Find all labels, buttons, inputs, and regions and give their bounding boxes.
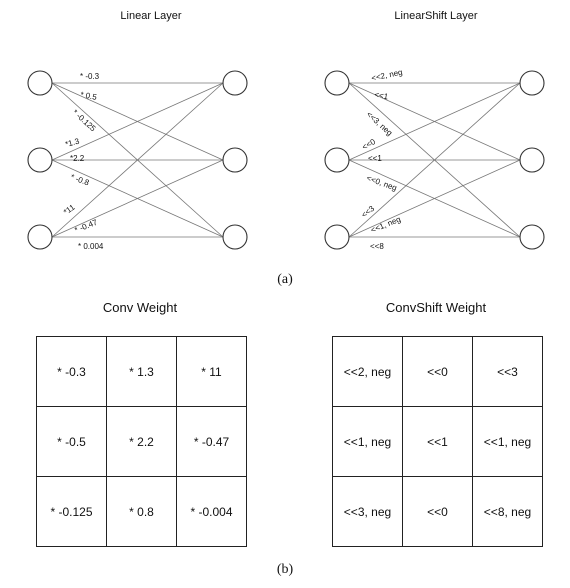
weight-label: *1.3 (64, 136, 81, 149)
convshift-cell: <<3 (472, 336, 543, 407)
conv-cell: * -0.5 (36, 406, 107, 477)
conv-cell: * -0.004 (176, 476, 247, 547)
convshift-cell: <<3, neg (332, 476, 403, 547)
input-neuron (324, 147, 350, 173)
weight-label: <<3, neg (365, 110, 395, 138)
convshift-cell: <<0 (402, 336, 473, 407)
weight-label: * -0.3 (80, 72, 100, 81)
input-neuron (27, 147, 53, 173)
convshift-cell: <<1, neg (472, 406, 543, 477)
convshift-weight-title: ConvShift Weight (385, 300, 487, 315)
convshift-row: <<1, neg <<1 <<1, neg (332, 406, 543, 477)
weight-label: <<8 (370, 242, 384, 251)
weight-label: <<1 (374, 90, 390, 101)
connection-line (348, 159, 521, 238)
output-neuron (519, 70, 545, 96)
linearshift-layer-title: LinearShift Layer (394, 10, 478, 22)
caption-a: (a) (277, 272, 293, 287)
linearshift-layer-network: <<2, neg <<1 <<3, neg<<0 <<1 <<0, neg <<3<<1,… (324, 68, 545, 251)
weight-label: *11 (62, 202, 77, 216)
conv-weight-grid: * -0.3 * 1.3 * 11 * -0.5 * 2.2 * -0.47 *… (36, 336, 247, 547)
weight-label: * -0.47 (73, 217, 99, 234)
conv-cell: * -0.125 (36, 476, 107, 547)
weight-label: * -0.8 (69, 172, 91, 187)
conv-row: * -0.5 * 2.2 * -0.47 (36, 406, 247, 477)
input-neuron (27, 224, 53, 250)
weight-label: * 0.004 (78, 242, 104, 251)
weight-label: <<0 (361, 137, 378, 152)
convshift-row: <<2, neg <<0 <<3 (332, 336, 543, 407)
weight-label: <<0, neg (365, 173, 398, 192)
connection-line (51, 82, 224, 161)
conv-row: * -0.125 * 0.8 * -0.004 (36, 476, 247, 547)
convshift-weight-grid: <<2, neg <<0 <<3 <<1, neg <<1 <<1, neg <… (332, 336, 543, 547)
output-neuron (519, 147, 545, 173)
linear-layer-network: * -0.3* 0.5* -0.125*1.3*2.2* -0.8*11* -0… (27, 70, 248, 251)
output-neuron (222, 224, 248, 250)
conv-cell: * 1.3 (106, 336, 177, 407)
conv-weight-title: Conv Weight (102, 300, 178, 315)
conv-cell: * 11 (176, 336, 247, 407)
conv-cell: * 2.2 (106, 406, 177, 477)
connection-line (51, 159, 224, 238)
weight-label: <<2, neg (371, 68, 404, 83)
input-neuron (324, 70, 350, 96)
convshift-cell: <<1, neg (332, 406, 403, 477)
connection-line (348, 82, 521, 161)
convshift-cell: <<8, neg (472, 476, 543, 547)
caption-b: (b) (276, 562, 294, 577)
input-neuron (27, 70, 53, 96)
convshift-cell: <<0 (402, 476, 473, 547)
conv-row: * -0.3 * 1.3 * 11 (36, 336, 247, 407)
linear-layer-title: Linear Layer (120, 10, 182, 22)
conv-cell: * -0.3 (36, 336, 107, 407)
connection-line (51, 82, 224, 238)
input-neuron (324, 224, 350, 250)
convshift-cell: <<1 (402, 406, 473, 477)
output-neuron (519, 224, 545, 250)
connection-line (348, 82, 521, 238)
weight-label: <<3 (360, 204, 377, 220)
convshift-row: <<3, neg <<0 <<8, neg (332, 476, 543, 547)
output-neuron (222, 147, 248, 173)
weight-label: * 0.5 (80, 90, 98, 102)
output-neuron (222, 70, 248, 96)
conv-cell: * -0.47 (176, 406, 247, 477)
weight-label: <<1 (368, 154, 382, 163)
weight-label: <<1, neg (369, 215, 402, 235)
convshift-cell: <<2, neg (332, 336, 403, 407)
weight-label: *2.2 (70, 154, 85, 163)
conv-cell: * 0.8 (106, 476, 177, 547)
